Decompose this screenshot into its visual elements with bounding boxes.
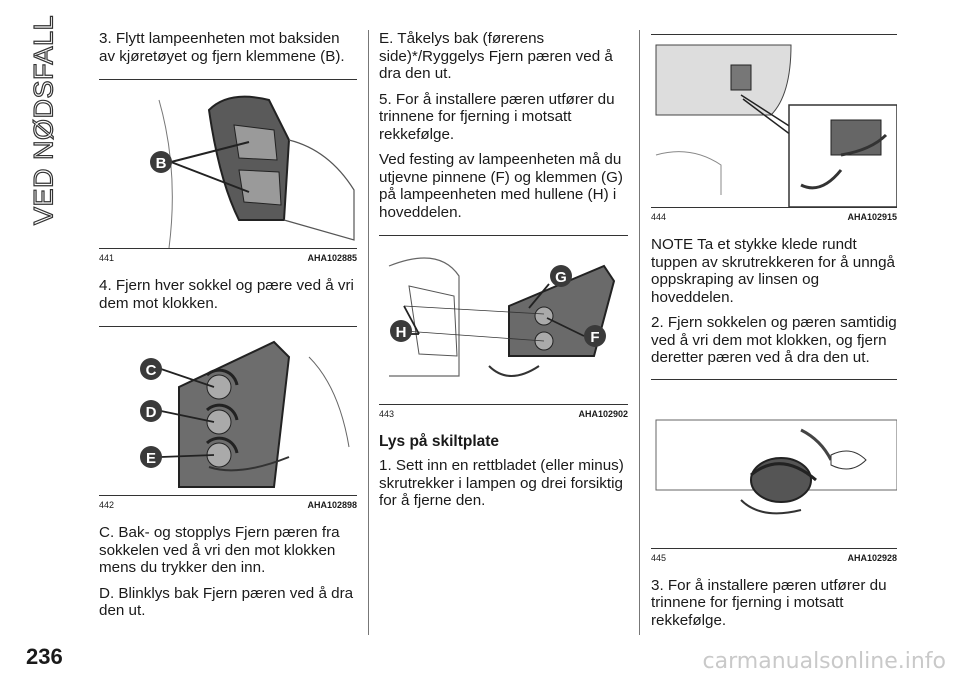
step-c-text: C. Bak- og stopplys Fjern pæren fra sokk… bbox=[99, 524, 340, 576]
step-1-text: 1. Sett inn en rettbladet (eller minus) … bbox=[379, 457, 624, 509]
column-divider bbox=[639, 30, 640, 635]
figure-442-caption: 442 AHA102898 bbox=[99, 500, 357, 510]
figure-number: 441 bbox=[99, 253, 115, 263]
figure-441: B bbox=[99, 79, 357, 249]
figure-number: 443 bbox=[379, 409, 395, 419]
license-lamp-illustration bbox=[655, 44, 897, 207]
figure-444 bbox=[651, 34, 897, 208]
callout-c-label: C bbox=[146, 362, 157, 379]
callout-g bbox=[550, 265, 572, 287]
column-1: 3. Flytt lampeenheten mot baksiden av kj… bbox=[99, 30, 357, 628]
lamp-mounting-illustration: G H F bbox=[388, 257, 616, 377]
note-text: NOTE Ta et stykke klede rundt tuppen av … bbox=[651, 236, 895, 306]
watermark: carmanualsonline.info bbox=[702, 649, 946, 674]
callout-b-label: B bbox=[156, 155, 167, 172]
callout-f bbox=[584, 325, 606, 347]
callout-d-label: D bbox=[146, 404, 157, 421]
tail-lamp-illustration: B bbox=[150, 95, 355, 248]
callout-e-label: E bbox=[146, 450, 156, 467]
column-divider bbox=[368, 30, 369, 635]
page-number: 236 bbox=[26, 644, 63, 669]
step-e-text: E. Tåkelys bak (førerens side)*/Ryggelys… bbox=[379, 30, 613, 82]
figure-number: 445 bbox=[651, 552, 667, 563]
bulb-sockets-illustration: C D E bbox=[140, 340, 350, 488]
step-3b-text: 3. For å installere pæren utfører du tri… bbox=[651, 576, 887, 629]
column-3: 444 AHA102915 NOTE Ta et stykke klede ru… bbox=[651, 30, 897, 637]
step-5-text: 5. For å installere pæren utfører du tri… bbox=[379, 90, 615, 143]
figure-code: AHA102915 bbox=[847, 212, 897, 222]
callout-h bbox=[390, 320, 412, 342]
bulb-removal-illustration bbox=[655, 419, 897, 514]
mounting-note-text: Ved festing av lampeenheten må du utjevn… bbox=[379, 151, 623, 221]
figure-445 bbox=[651, 378, 897, 549]
step-4-text: 4. Fjern hver sokkel og pære ved å vri d… bbox=[99, 277, 354, 312]
step-d-text: D. Blinklys bak Fjern pæren ved å dra de… bbox=[99, 584, 354, 620]
figure-code: AHA102902 bbox=[578, 409, 628, 419]
figure-443: G H F bbox=[379, 235, 628, 405]
section-title-text: VED NØDSFALL bbox=[28, 14, 59, 226]
figure-number: 444 bbox=[651, 212, 667, 222]
figure-code: AHA102885 bbox=[307, 253, 357, 263]
callout-b bbox=[150, 151, 172, 173]
callout-e bbox=[140, 446, 162, 468]
callout-f-label: F bbox=[590, 329, 599, 346]
figure-441-caption: 441 AHA102885 bbox=[99, 253, 357, 263]
section-heading: Lys på skiltplate bbox=[379, 433, 500, 450]
figure-number: 442 bbox=[99, 500, 115, 510]
figure-445-caption: 445 AHA102928 bbox=[651, 553, 897, 563]
figure-444-caption: 444 AHA102915 bbox=[651, 212, 897, 222]
figure-442: C D E bbox=[99, 326, 357, 496]
callout-g-label: G bbox=[555, 269, 567, 286]
figure-443-caption: 443 AHA102902 bbox=[379, 409, 628, 419]
callout-d bbox=[140, 400, 162, 422]
column-2: E. Tåkelys bak (førerens side)*/Ryggelys… bbox=[379, 30, 628, 518]
figure-code: AHA102898 bbox=[307, 500, 357, 510]
step-3-text: 3. Flytt lampeenheten mot baksiden av kj… bbox=[99, 30, 345, 65]
step-2-text: 2. Fjern sokkelen og pæren samtidig ved … bbox=[651, 314, 897, 366]
callout-c bbox=[140, 358, 162, 380]
section-title: VED NØDSFALL bbox=[14, 14, 74, 225]
figure-code: AHA102928 bbox=[847, 552, 897, 563]
callout-h-label: H bbox=[396, 324, 407, 341]
